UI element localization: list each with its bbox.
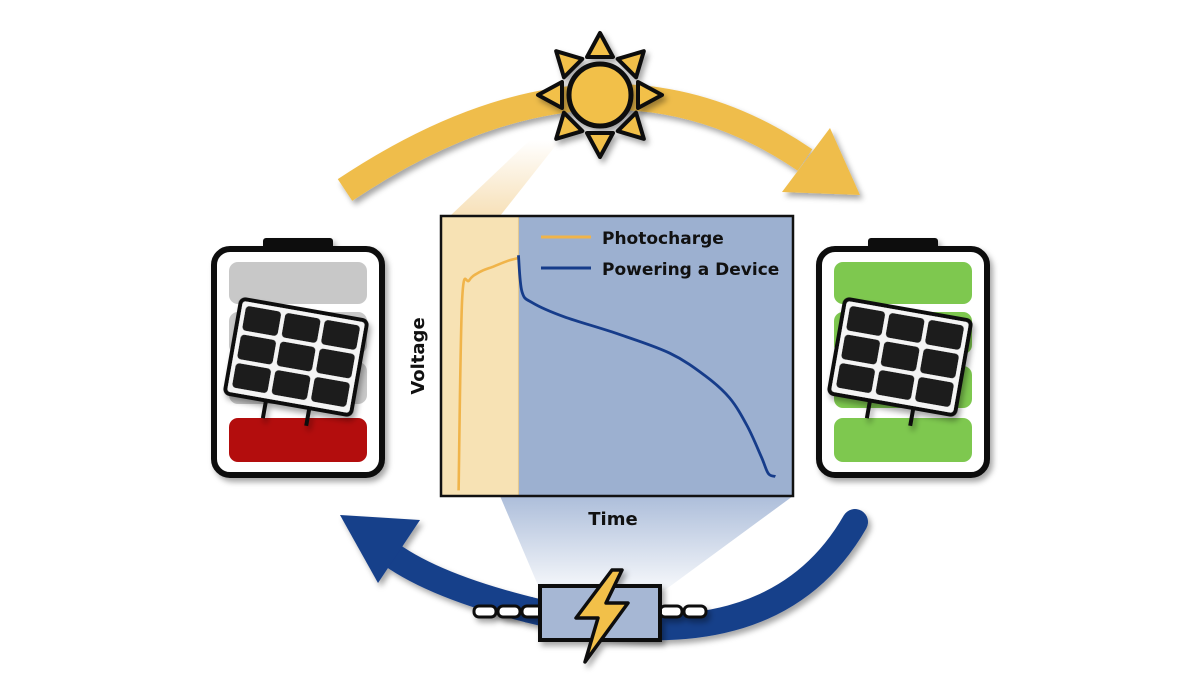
legend: Photocharge Powering a Device <box>541 229 779 280</box>
solar-panel-icon <box>223 297 369 427</box>
sun-ray <box>585 31 615 59</box>
battery-cell-full <box>834 262 972 304</box>
solar-cell <box>880 341 920 372</box>
solar-cell <box>846 306 885 336</box>
sun-ray <box>554 110 585 141</box>
chain-link-left <box>472 604 546 619</box>
solar-panel-icon <box>827 297 973 427</box>
lightning-bolt-icon <box>574 568 630 664</box>
legend-label-photocharge: Photocharge <box>602 229 724 249</box>
solar-cell <box>316 348 355 379</box>
powered-device <box>472 568 708 664</box>
solar-cell <box>885 313 925 343</box>
device-beam <box>500 496 793 590</box>
series-line-powering-a-device <box>517 255 776 478</box>
solar-cell <box>875 370 915 400</box>
series-line-photocharge <box>457 256 519 491</box>
solar-cell <box>271 370 311 400</box>
battery-cell-empty <box>229 262 367 304</box>
sun-ray <box>585 131 615 159</box>
photocharge-region <box>441 216 519 496</box>
x-axis-label: Time <box>588 509 637 530</box>
sun-ray <box>636 80 664 110</box>
solar-cell <box>281 313 321 343</box>
sun-ray <box>554 49 585 80</box>
voltage-time-chart: Photocharge Powering a Device Time Volta… <box>408 214 795 530</box>
sun-ray <box>615 110 646 141</box>
solar-cell <box>915 377 954 407</box>
solar-cell <box>920 348 959 379</box>
solar-cell <box>321 320 360 350</box>
battery-cell-low <box>229 418 367 462</box>
solar-cell <box>276 341 316 372</box>
battery-cell-full <box>834 418 972 462</box>
y-axis-label: Voltage <box>408 317 429 394</box>
sunlight-beam <box>450 140 560 216</box>
solar-cell <box>237 334 276 365</box>
solar-cell <box>841 334 880 365</box>
solar-cell <box>925 320 964 350</box>
sun-icon <box>536 31 664 159</box>
solar-cell <box>242 306 281 336</box>
plot-frame <box>439 214 795 498</box>
sun-ray <box>615 49 646 80</box>
solar-cell <box>311 377 350 407</box>
solar-cell <box>836 363 875 393</box>
legend-label-powering-a-device: Powering a Device <box>602 260 779 280</box>
solar-cell <box>232 363 271 393</box>
sun-ray <box>536 80 564 110</box>
